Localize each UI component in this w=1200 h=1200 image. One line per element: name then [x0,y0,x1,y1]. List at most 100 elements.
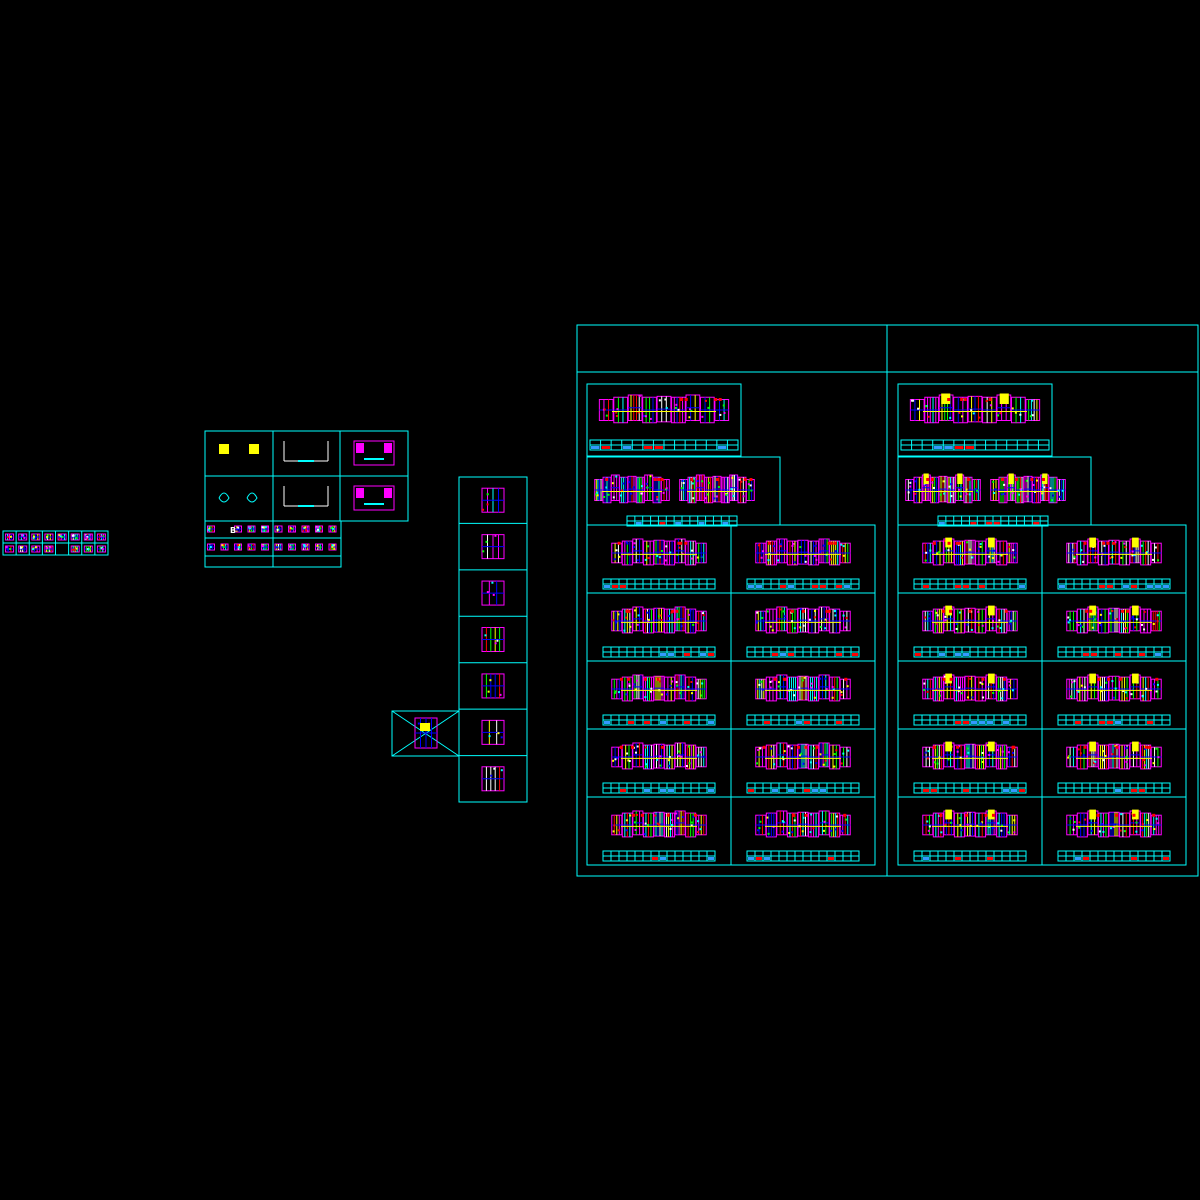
stair-core [1132,741,1139,752]
area-cell-fill [970,522,977,525]
unit-plan [656,395,672,423]
fixture-mark [1101,823,1104,826]
area-table [1057,714,1171,726]
fixture-mark [918,488,921,491]
area-cell-fill [700,653,706,656]
fixture-mark [991,813,995,817]
area-cell-fill [820,789,826,792]
area-cell-fill [764,857,770,860]
unit-label: B [230,526,236,535]
fixture-mark [34,536,37,539]
fixture-mark [750,489,753,492]
fixture-mark [978,416,981,419]
fixture-mark [1125,697,1128,700]
fixture-mark [1067,621,1070,624]
fixture-mark [647,557,650,560]
building-floor-plan [611,674,707,702]
fixture-mark [628,481,631,484]
fixture-mark [909,481,912,484]
fixture-mark [669,684,672,687]
fixture-mark [657,615,660,618]
fixture-mark [928,617,931,620]
fixture-mark [615,411,618,414]
fixture-mark [794,756,797,759]
fixture-mark [770,747,773,750]
unit-plan [829,744,841,770]
fixture-mark [87,548,90,551]
fixture-mark [757,748,760,751]
unit-plan [288,525,296,533]
fixture-mark [1080,549,1083,552]
fixture-mark [637,614,640,617]
area-cell-fill [1019,789,1025,792]
fixture-mark [1010,619,1013,622]
fixture-mark [813,554,816,557]
area-cell-fill [748,585,754,588]
fixture-mark [696,479,699,482]
fixture-mark [596,494,599,497]
fixture-mark [1144,747,1147,750]
fixture-mark [793,694,796,697]
area-cell-fill [812,585,818,588]
fixture-mark [616,408,619,411]
unit-detail-block: B [204,430,409,568]
fixture-mark [957,690,960,693]
fixture-mark [1031,414,1034,417]
unit-plan [829,676,841,702]
area-cell-fill [1033,522,1040,525]
fixture-mark [482,550,485,553]
fixture-mark [847,749,850,752]
fixture-mark [842,614,845,617]
fixture-mark [675,403,678,406]
unit-plan [1150,678,1162,700]
fixture-mark [1026,495,1029,498]
building-floor-plan [611,742,707,770]
fixture-mark [793,627,796,630]
building-floor-plan [755,810,851,838]
fixture-mark [491,581,494,584]
fixture-mark [1091,626,1094,629]
fixture-mark [659,755,662,758]
fixture-mark [1144,745,1148,749]
unit-plan [1006,678,1018,700]
fixture-mark [1004,609,1008,613]
area-cell-fill [780,653,786,656]
fixture-mark [988,825,991,828]
unit-plan [729,474,739,501]
fixture-mark [1000,824,1003,827]
unit-plan [922,814,934,836]
fixture-mark [965,488,968,491]
fixture-mark [722,404,725,407]
fixture-mark [950,483,953,486]
fixture-mark [819,677,822,680]
building-floor-plan [598,394,730,424]
unit-plan [642,540,654,566]
fixture-mark [771,755,774,758]
fixture-mark [1131,554,1134,557]
fixture-mark [665,693,668,696]
fixture-mark [1155,747,1158,750]
unit-plan [971,479,981,501]
fixture-mark [1080,624,1083,627]
unit-plan [996,608,1008,634]
unit-plan [1056,479,1066,501]
fixture-mark [633,546,636,549]
fixture-mark [996,748,999,751]
fixture-mark [1073,557,1076,560]
unit-detail-fill [384,443,392,453]
legend-cells [3,531,108,555]
fixture-mark [1157,822,1160,825]
fixture-mark [815,762,818,765]
fixture-mark [1008,684,1011,687]
fixture-mark [1143,764,1146,767]
fixture-mark [949,821,952,824]
fixture-mark [669,551,672,554]
area-cell-fill [820,585,826,588]
fixture-mark [779,545,782,548]
fixture-mark [833,541,837,545]
unit-plan [695,814,707,836]
fixture-mark [944,619,947,622]
fixture-mark [677,817,680,820]
unit-plan [755,678,767,700]
fixture-mark [959,756,962,759]
